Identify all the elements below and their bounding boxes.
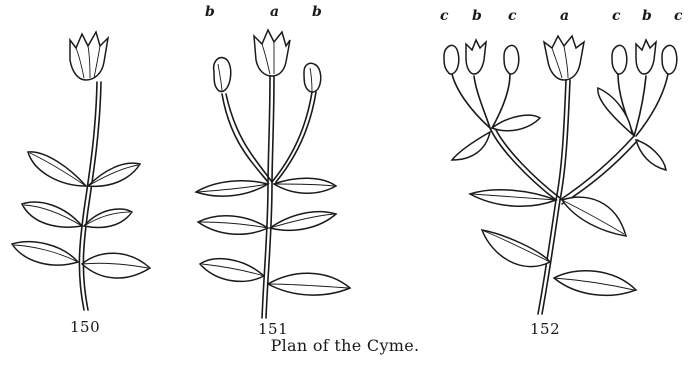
central-flower: [254, 30, 290, 76]
branch-letter-b: b: [312, 4, 322, 20]
branch-letter-c: c: [612, 8, 621, 24]
branch-letter-c: c: [440, 8, 449, 24]
secondary-branch: [634, 76, 646, 136]
tertiary-bud: [444, 45, 459, 74]
branch-letter-c: c: [674, 8, 683, 24]
figure-151-plant: [196, 30, 350, 318]
leaf: [470, 190, 556, 207]
tertiary-bud: [612, 45, 627, 74]
branch-letter-a: a: [560, 8, 569, 24]
branch-letter-b: b: [642, 8, 652, 24]
leaf: [28, 152, 86, 186]
secondary-flower: [466, 40, 486, 74]
secondary-flower: [636, 40, 656, 74]
leaf: [492, 115, 540, 131]
figure-caption: Plan of the Cyme.: [0, 336, 690, 355]
tertiary-bud: [662, 45, 677, 74]
main-stem: [79, 82, 97, 310]
main-stem: [262, 76, 270, 318]
leaf: [636, 140, 666, 170]
leaf: [598, 88, 632, 134]
major-branch: [560, 136, 634, 200]
branch-letter-c: c: [508, 8, 517, 24]
tertiary-bud: [504, 45, 519, 74]
figure-number-150: 150: [70, 318, 100, 336]
leaf: [270, 212, 336, 231]
figure-152-plant: [444, 36, 677, 314]
branch-letter-b: b: [205, 4, 215, 20]
leaf: [198, 216, 268, 235]
leaf: [82, 253, 150, 278]
branch-letter-b: b: [472, 8, 482, 24]
side-branch: [272, 92, 312, 182]
leaf: [482, 230, 550, 267]
side-bud: [214, 58, 231, 92]
leaf: [452, 132, 490, 160]
figure-150-plant: [12, 32, 150, 310]
central-flower: [544, 36, 584, 80]
branch-letter-a: a: [270, 4, 279, 20]
leaf: [200, 259, 264, 282]
